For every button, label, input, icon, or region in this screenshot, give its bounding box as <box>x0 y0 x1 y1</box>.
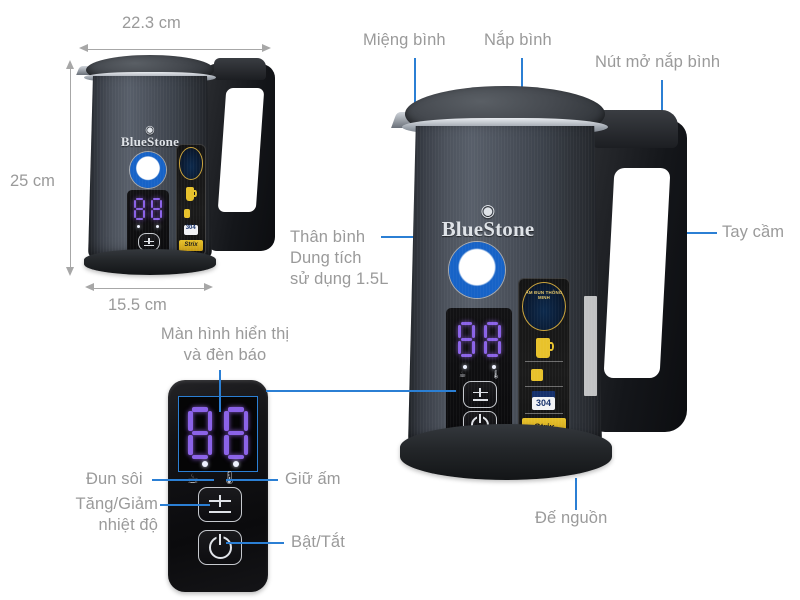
sticker-kettle-icon <box>536 338 555 358</box>
brand-swoosh-icon: ◉ <box>145 124 155 136</box>
thermometer-icon-enlarged: 🌡 <box>221 470 238 485</box>
kettle-main-feature-sticker: ẤM ĐUN THÔNG MINH 304 Strix <box>518 278 570 444</box>
callout-base-label: Đế nguồn <box>535 509 608 527</box>
brand-text: BlueStone <box>441 217 535 241</box>
enlarged-display-digit-1 <box>188 407 212 459</box>
callout-body-label: Thân bình Dung tích sử dụng 1.5L <box>290 228 389 288</box>
enlarged-display-digits <box>186 404 250 462</box>
callout-lid-label: Nắp bình <box>484 31 552 49</box>
sticker-strix-brand: Strix <box>179 239 203 251</box>
brand-swoosh-icon: ◉ <box>480 201 496 220</box>
kettle-small-body: ◉ BlueStone 2 <box>88 76 212 260</box>
enlarged-display-digit-2 <box>224 407 248 459</box>
callout-handle-leader <box>673 232 717 234</box>
plus-minus-icon <box>144 237 154 247</box>
callout-handle-label: Tay cầm <box>722 223 785 241</box>
enlarged-power-button[interactable] <box>198 530 242 565</box>
callout-keep-warm-label: Giữ ấm <box>285 470 341 488</box>
kettle-small-feature-sticker: 304 Strix <box>176 144 206 256</box>
plus-minus-icon <box>472 387 488 402</box>
kettle-main-warning-label <box>584 296 597 396</box>
callout-temp-adjust-label: Tăng/Giảm nhiệt độ <box>75 495 158 534</box>
kettle-small-display <box>132 196 164 222</box>
callout-lid-open-button-label: Nút mở nắp bình <box>595 53 721 71</box>
kettle-small-warranty-badge: 2 <box>130 152 166 188</box>
callout-power-leader <box>226 542 284 544</box>
steam-cup-icon-enlarged: ☕ <box>187 472 199 485</box>
dimension-depth-arrow-right <box>204 283 213 291</box>
callout-lid-leader <box>521 58 523 108</box>
enlarged-led-warm <box>233 461 239 467</box>
kettle-small-led-warm <box>156 225 159 228</box>
dimension-width-arrow-left <box>79 44 88 52</box>
sticker-hero-circle <box>178 147 204 181</box>
dimension-height-label: 25 cm <box>10 172 55 190</box>
callout-mouth-label: Miệng bình <box>363 31 446 49</box>
kettle-main-display <box>454 318 504 360</box>
kettle-main-temp-button[interactable] <box>463 381 497 408</box>
display-digit-1 <box>457 321 475 357</box>
callout-temp-adjust-leader <box>160 504 210 506</box>
display-digit-1 <box>134 198 145 220</box>
plus-minus-icon <box>209 495 231 514</box>
warranty-number: 2 <box>470 255 484 283</box>
callout-display-label: Màn hình hiển thị và đèn báo <box>160 325 290 364</box>
display-highlight-box <box>178 396 258 472</box>
enlarged-panel-link-leader <box>266 390 456 392</box>
sticker-title: ẤM ĐUN THÔNG MINH <box>525 290 563 301</box>
kettle-main-base <box>400 424 612 480</box>
kettle-small-base <box>84 249 216 275</box>
thermometer-icon: 🌡 <box>491 370 502 379</box>
enlarged-control-panel: ☕ 🌡 <box>168 380 268 592</box>
brand-text: BlueStone <box>120 134 180 149</box>
kettle-main-led-boil <box>463 365 467 369</box>
dimension-width-label: 22.3 cm <box>122 14 181 32</box>
sticker-plug-icon <box>531 369 543 381</box>
callout-keep-warm-leader <box>226 479 278 481</box>
dimension-height-line <box>70 68 72 268</box>
callout-base-leader <box>575 478 577 510</box>
callout-boil-label: Đun sôi <box>86 470 143 488</box>
kettle-main-warranty-badge: 2 <box>449 242 505 298</box>
kettle-main-handle-hole <box>603 168 671 378</box>
sticker-hero-circle <box>522 282 566 332</box>
sticker-inox-grade: 304 <box>532 397 555 411</box>
callout-boil-leader <box>152 479 214 481</box>
enlarged-led-boil <box>202 461 208 467</box>
kettle-main-lid-open-button <box>592 110 678 148</box>
dimension-width-line <box>86 48 264 50</box>
dimension-width-arrow-right <box>262 44 271 52</box>
dimension-depth-label: 15.5 cm <box>108 296 167 314</box>
kettle-small-brand-logo: ◉ BlueStone <box>88 124 212 150</box>
steam-cup-icon: ☕ <box>459 370 467 379</box>
dimension-height-arrow-up <box>66 60 74 69</box>
kettle-main-led-warm <box>492 365 496 369</box>
kettle-main-body: ◉ BlueStone 2 <box>408 126 602 446</box>
warranty-number: 2 <box>143 160 153 178</box>
sticker-plug-icon <box>184 208 191 218</box>
kettle-main-control-panel: ☕ 🌡 <box>446 308 512 438</box>
enlarged-display-screen <box>178 396 258 472</box>
dimension-depth-arrow-left <box>85 283 94 291</box>
kettle-small-led-boil <box>137 225 140 228</box>
sticker-inox-grade: 304 <box>183 225 198 236</box>
callout-body-leader <box>381 236 426 238</box>
callout-mouth-leader <box>414 58 416 120</box>
sticker-kettle-icon <box>185 186 198 202</box>
power-icon <box>208 534 232 559</box>
display-digit-2 <box>483 321 501 357</box>
callout-power-label: Bật/Tắt <box>291 533 345 551</box>
callout-display-leader <box>219 370 221 412</box>
kettle-main-brand-logo: ◉ BlueStone <box>428 201 548 242</box>
callout-lid-open-button-leader <box>661 80 663 128</box>
dimension-height-arrow-down <box>66 267 74 276</box>
display-digit-2 <box>151 198 162 220</box>
kettle-small-lid-button <box>214 58 266 80</box>
dimension-depth-line <box>92 287 206 289</box>
